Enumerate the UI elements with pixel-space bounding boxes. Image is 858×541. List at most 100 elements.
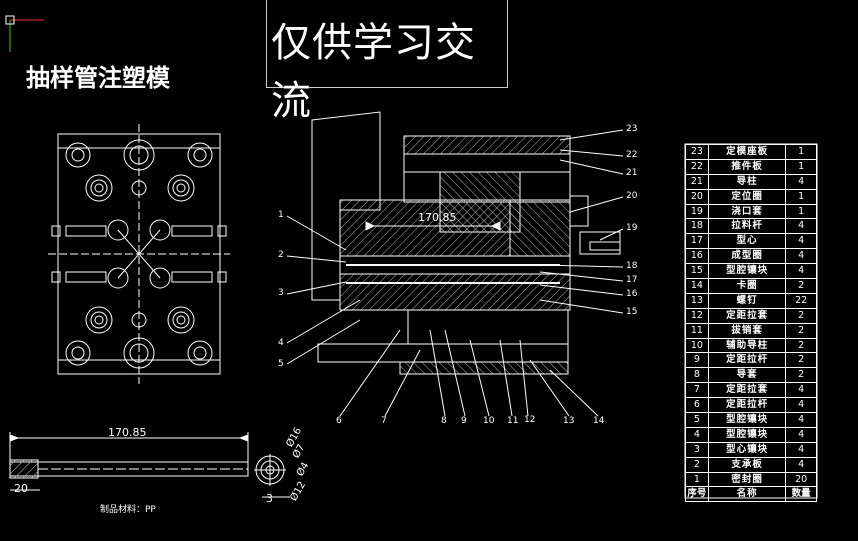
bom-item-name: 型心镶块: [707, 441, 787, 458]
bom-item-name: 辅助导柱: [707, 337, 787, 354]
callout-7: 7: [381, 416, 387, 426]
bom-item-qty: 4: [785, 248, 817, 265]
bom-item-number: 1: [685, 471, 709, 488]
bom-item-name: 支承板: [707, 456, 787, 473]
callout-20: 20: [626, 191, 638, 201]
bom-item-number: 20: [685, 188, 709, 205]
bom-item-name: 导套: [707, 367, 787, 384]
bom-item-name: 型腔镶块: [707, 263, 787, 280]
callout-10: 10: [483, 416, 495, 426]
callout-16: 16: [626, 289, 638, 299]
bom-item-name: 成型圈: [707, 248, 787, 265]
bom-item-qty: 4: [785, 456, 817, 473]
bom-item-number: 17: [685, 233, 709, 250]
bom-item-number: 10: [685, 337, 709, 354]
bom-item-qty: 1: [785, 144, 817, 160]
bom-item-number: 12: [685, 307, 709, 324]
bom-item-qty: 2: [785, 367, 817, 384]
callout-19: 19: [626, 223, 638, 233]
part-dim-20: 20: [14, 482, 28, 495]
bom-item-name: 推件板: [707, 158, 787, 175]
section-dimension: 170.85: [418, 211, 457, 224]
bom-item-qty: 2: [785, 307, 817, 324]
part-dim-3: 3: [266, 492, 273, 505]
bom-item-name: 定位圈: [707, 188, 787, 205]
bom-item-name: 拉料杆: [707, 218, 787, 235]
bom-item-name: 型心: [707, 233, 787, 250]
callout-6: 6: [336, 416, 342, 426]
bom-item-name: 浇口套: [707, 203, 787, 220]
bom-item-number: 14: [685, 278, 709, 294]
callout-1: 1: [278, 210, 284, 220]
bom-item-qty: 4: [785, 397, 817, 414]
bom-item-qty: 4: [785, 233, 817, 250]
bom-item-number: 16: [685, 248, 709, 265]
bom-item-qty: 2: [785, 322, 817, 339]
bom-item-number: 15: [685, 263, 709, 280]
bom-item-qty: 2: [785, 337, 817, 354]
bom-item-name: 型腔镶块: [707, 412, 787, 428]
bom-item-qty: 1: [785, 203, 817, 220]
bom-item-name: 型腔镶块: [707, 426, 787, 443]
bom-item-number: 21: [685, 173, 709, 190]
bom-item-number: 23: [685, 144, 709, 160]
bom-item-qty: 22: [785, 292, 817, 309]
callout-2: 2: [278, 250, 284, 260]
bom-header-name: 名称: [707, 486, 787, 503]
section-view: [311, 111, 621, 375]
callout-3: 3: [278, 288, 284, 298]
bom-item-qty: 4: [785, 412, 817, 428]
bom-item-qty: 4: [785, 441, 817, 458]
bom-header-qty: 数量: [785, 486, 817, 503]
bom-item-name: 螺钉: [707, 292, 787, 309]
bom-item-qty: 20: [785, 471, 817, 488]
callout-5: 5: [278, 359, 284, 369]
bom-item-number: 18: [685, 218, 709, 235]
bom-item-number: 4: [685, 426, 709, 443]
bom-header-no: 序号: [685, 486, 709, 503]
bom-item-number: 13: [685, 292, 709, 309]
bom-item-qty: 4: [785, 218, 817, 235]
bom-item-name: 导柱: [707, 173, 787, 190]
bom-item-number: 7: [685, 382, 709, 399]
material-note: 制品材料：PP: [100, 505, 156, 515]
callout-17: 17: [626, 275, 638, 285]
bom-item-number: 5: [685, 412, 709, 428]
watermark-box: 仅供学习交流: [266, 0, 508, 124]
bom-header-row: 序号名称数量: [685, 486, 817, 503]
callout-15: 15: [626, 307, 638, 317]
callout-11: 11: [507, 416, 519, 426]
callout-23: 23: [626, 124, 638, 134]
bom-item-number: 9: [685, 352, 709, 369]
bom-item-qty: 1: [785, 158, 817, 175]
bom-item-name: 定距拉杆: [707, 397, 787, 414]
bom-item-qty: 4: [785, 426, 817, 443]
bom-item-qty: 2: [785, 352, 817, 369]
bom-item-name: 拔销套: [707, 322, 787, 339]
bom-item-number: 3: [685, 441, 709, 458]
callout-22: 22: [626, 150, 638, 160]
callout-9: 9: [461, 416, 467, 426]
bom-item-qty: 4: [785, 263, 817, 280]
bom-item-name: 定模座板: [707, 144, 787, 160]
bom-item-qty: 4: [785, 382, 817, 399]
callout-21: 21: [626, 168, 638, 178]
part-drawing: [9, 432, 290, 498]
bom-item-name: 密封圈: [707, 471, 787, 488]
